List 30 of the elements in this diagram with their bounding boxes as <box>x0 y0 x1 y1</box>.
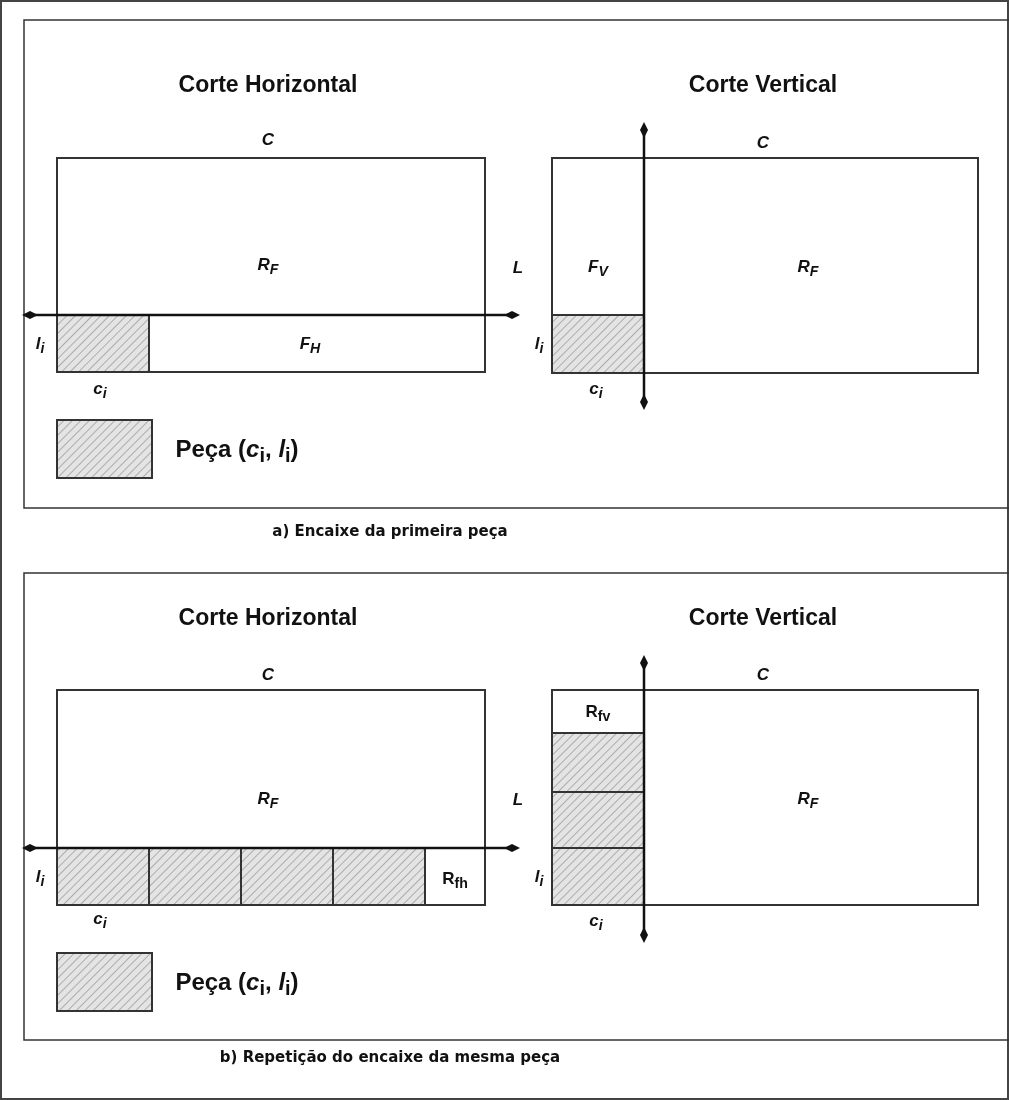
section-heading: Corte Vertical <box>688 70 838 98</box>
region-label: R$_{F}$ <box>257 788 279 812</box>
dimension-label: l$_{i}$ <box>534 866 544 890</box>
dimension-label: l$_{i}$ <box>35 866 45 890</box>
legend-label: Peça (c$_{i}$, l$_{i}$) <box>175 434 299 468</box>
section-heading: Corte Horizontal <box>178 70 358 98</box>
dimension-label: c$_{i}$ <box>93 378 107 402</box>
region-label: R$_{F}$ <box>797 256 819 280</box>
dimension-label: C <box>261 130 275 150</box>
region-label: R$_{F}$ <box>797 788 819 812</box>
region-label: F$_{H}$ <box>299 333 321 357</box>
dimension-label: l$_{i}$ <box>35 333 45 357</box>
dimension-label: C <box>756 133 770 153</box>
legend-label: Peça (c$_{i}$, l$_{i}$) <box>175 967 299 1001</box>
dimension-label: c$_{i}$ <box>589 378 603 402</box>
dimension-label: L <box>512 790 524 810</box>
region-label: R$_{F}$ <box>257 254 279 278</box>
dimension-label: L <box>512 258 524 278</box>
caption: a) Encaixe da primeira peça <box>272 522 508 540</box>
section-heading: Corte Horizontal <box>178 603 358 631</box>
section-heading: Corte Vertical <box>688 603 838 631</box>
dimension-label: C <box>261 665 275 685</box>
region-label: R$_{fh}$ <box>442 868 468 892</box>
dimension-label: c$_{i}$ <box>589 910 603 934</box>
dimension-label: l$_{i}$ <box>534 333 544 357</box>
region-label: R$_{fv}$ <box>585 701 611 725</box>
dimension-label: c$_{i}$ <box>93 908 107 932</box>
caption: b) Repetição do encaixe da mesma peça <box>219 1048 561 1066</box>
dimension-label: C <box>756 665 770 685</box>
region-label: F$_{V}$ <box>588 256 608 280</box>
